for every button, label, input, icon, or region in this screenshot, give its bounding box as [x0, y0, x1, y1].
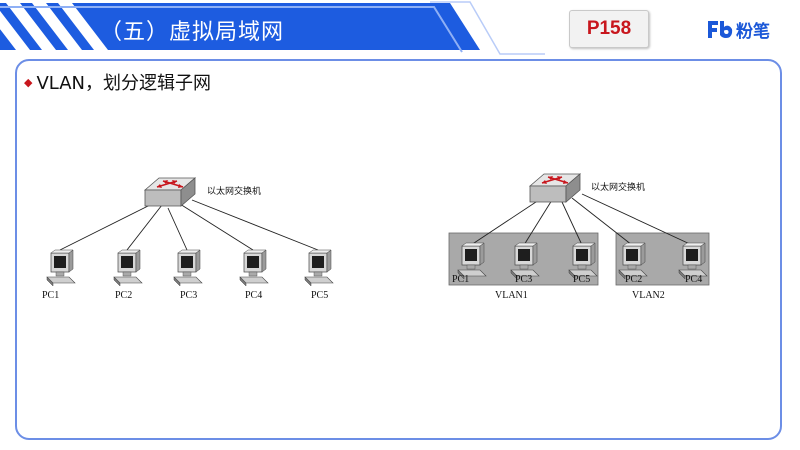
right-pc2-label: PC2 [625, 274, 642, 285]
left-pc1-icon [46, 249, 76, 287]
right-pc4-label: PC4 [685, 274, 702, 285]
right-pc3-label: PC3 [515, 274, 532, 285]
bullet-heading: ◆ VLAN，划分逻辑子网 [24, 69, 211, 95]
right-network-links [470, 193, 693, 246]
right-pc1-label: PC1 [452, 274, 469, 285]
left-pc1-label: PC1 [42, 290, 59, 301]
right-pc5-label: PC5 [573, 274, 590, 285]
left-ethernet-switch-icon [144, 177, 196, 207]
left-pc2-label: PC2 [115, 290, 132, 301]
left-pc5-label: PC5 [311, 290, 328, 301]
left-pc4-label: PC4 [245, 290, 262, 301]
left-network-links [59, 199, 319, 251]
right-switch-label: 以太网交换机 [591, 181, 645, 193]
brand-name: 粉笔 [736, 21, 770, 42]
vlan2-label: VLAN2 [632, 290, 665, 301]
vlan1-label: VLAN1 [495, 290, 528, 301]
left-pc4-icon [239, 249, 269, 287]
page-number-badge: P158 [569, 10, 649, 48]
left-switch-label: 以太网交换机 [207, 185, 261, 197]
header-bar [0, 1, 545, 55]
left-pc5-icon [304, 249, 334, 287]
right-ethernet-switch-icon [529, 173, 581, 203]
brand-logo: 粉笔 [706, 16, 770, 42]
diamond-bullet-icon: ◆ [24, 75, 33, 89]
left-pc2-icon [113, 249, 143, 287]
left-pc3-label: PC3 [180, 290, 197, 301]
bullet-text: VLAN，划分逻辑子网 [36, 73, 212, 94]
fb-logo-icon [708, 21, 733, 38]
page-title: （五）虚拟局域网 [100, 20, 285, 45]
left-pc3-icon [173, 249, 203, 287]
